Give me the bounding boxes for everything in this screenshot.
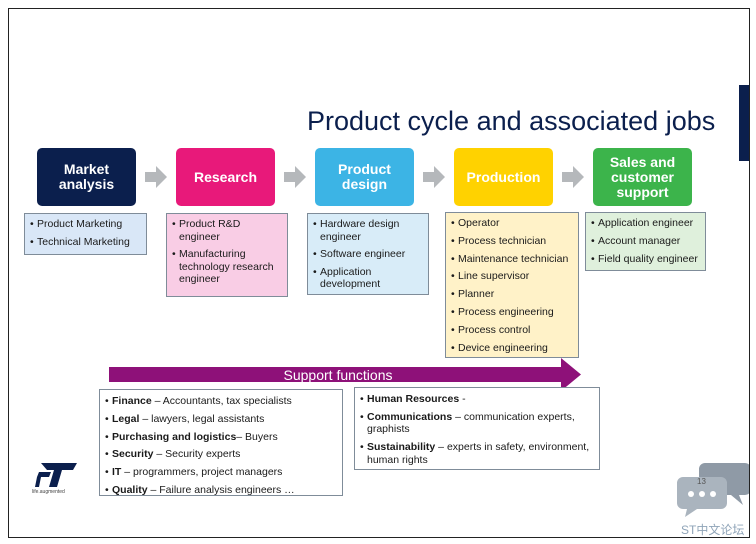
job-item: Product Marketing (30, 218, 141, 231)
support-item: Legal – lawyers, legal assistants (105, 413, 337, 426)
support-item-name: Finance (112, 395, 152, 407)
st-logo-icon (35, 463, 77, 487)
slide-title: Product cycle and associated jobs (307, 106, 716, 136)
support-item-desc: – experts in safety, environment, human … (367, 441, 590, 466)
support-item: Human Resources - (360, 393, 594, 406)
support-item-name: Human Resources (367, 393, 460, 405)
stage-label: analysis (58, 176, 115, 192)
slide: Product cycle and associated jobs Market… (8, 8, 750, 538)
support-item-desc: – communication experts, graphists (367, 410, 575, 436)
job-item: Manufacturing technology research engine… (172, 248, 282, 286)
flow-arrow-icon (423, 166, 445, 188)
support-item: Quality – Failure analysis engineers … (105, 484, 337, 497)
stage-production: Production (454, 148, 553, 206)
support-item-desc: – lawyers, legal assistants (139, 412, 265, 425)
job-item: Technical Marketing (30, 236, 141, 249)
support-item: Communications – communication experts, … (360, 411, 594, 436)
job-item: Device engineering (451, 342, 573, 355)
support-item: Purchasing and logistics– Buyers (105, 431, 337, 444)
support-item-name: Purchasing and logistics (112, 430, 237, 443)
support-item-name: Legal (112, 412, 140, 425)
jobs-design-box: Hardware design engineer Software engine… (307, 213, 429, 295)
support-item: Security – Security experts (105, 448, 337, 461)
support-item-desc: – Buyers (236, 430, 278, 443)
job-item: Product R&D engineer (172, 218, 282, 243)
job-item: Planner (451, 288, 573, 301)
support-item-desc: – Accountants, tax specialists (151, 395, 292, 407)
support-functions-label: Support functions (283, 367, 393, 383)
job-item: Account manager (591, 235, 700, 248)
job-item: Application development (313, 266, 423, 291)
stage-label: Research (193, 168, 258, 185)
logo-tagline: life.augmented (32, 489, 65, 495)
support-item-name: Sustainability (367, 441, 436, 454)
watermark-text: ST中文论坛 (681, 523, 745, 537)
stage-label: design (341, 176, 388, 192)
job-item: Hardware design engineer (313, 218, 423, 243)
support-item-name: IT (112, 466, 122, 479)
support-item: IT – programmers, project managers (105, 466, 337, 479)
job-item: Process technician (451, 235, 573, 248)
jobs-sales-box: Application engineer Account manager Fie… (585, 212, 706, 271)
page-number: 13 (697, 477, 706, 486)
stage-research: Research (176, 148, 275, 206)
job-item: Field quality engineer (591, 253, 700, 266)
edge-accent-bar (739, 85, 749, 161)
job-item: Process engineering (451, 306, 573, 319)
jobs-market-box: Product Marketing Technical Marketing (24, 213, 147, 255)
stage-label: Production (466, 168, 541, 185)
support-item-name: Communications (367, 410, 453, 423)
stage-label: Product (338, 161, 391, 177)
support-item: Sustainability – experts in safety, envi… (360, 441, 594, 466)
support-right-box: Human Resources - Communications – commu… (354, 387, 600, 470)
jobs-production-box: Operator Process technician Maintenance … (445, 212, 579, 358)
support-item-name: Quality (112, 483, 148, 496)
job-item: Process control (451, 324, 573, 337)
support-item-desc: – programmers, project managers (121, 466, 283, 479)
stage-label: customer (610, 168, 675, 185)
support-functions-arrow-icon (109, 358, 581, 391)
support-item-desc: – Failure analysis engineers … (147, 483, 295, 496)
job-item: Operator (451, 217, 573, 230)
support-item: Finance – Accountants, tax specialists (105, 395, 337, 408)
stage-label: Sales and (609, 153, 676, 170)
support-item-desc: - (459, 393, 466, 405)
chat-bubble-icon (677, 463, 749, 517)
jobs-research-box: Product R&D engineer Manufacturing techn… (166, 213, 288, 297)
support-item-desc: – Security experts (153, 448, 241, 461)
flow-arrow-icon (145, 166, 167, 188)
flow-arrow-icon (562, 166, 584, 188)
job-item: Maintenance technician (451, 253, 573, 266)
job-item: Application engineer (591, 217, 700, 230)
support-left-box: Finance – Accountants, tax specialists L… (99, 389, 343, 496)
job-item: Software engineer (313, 248, 423, 261)
flow-arrow-icon (284, 166, 306, 188)
stage-label: Market (63, 161, 110, 177)
stage-label: support (616, 183, 669, 200)
support-item-name: Security (112, 448, 154, 461)
job-item: Line supervisor (451, 270, 573, 283)
